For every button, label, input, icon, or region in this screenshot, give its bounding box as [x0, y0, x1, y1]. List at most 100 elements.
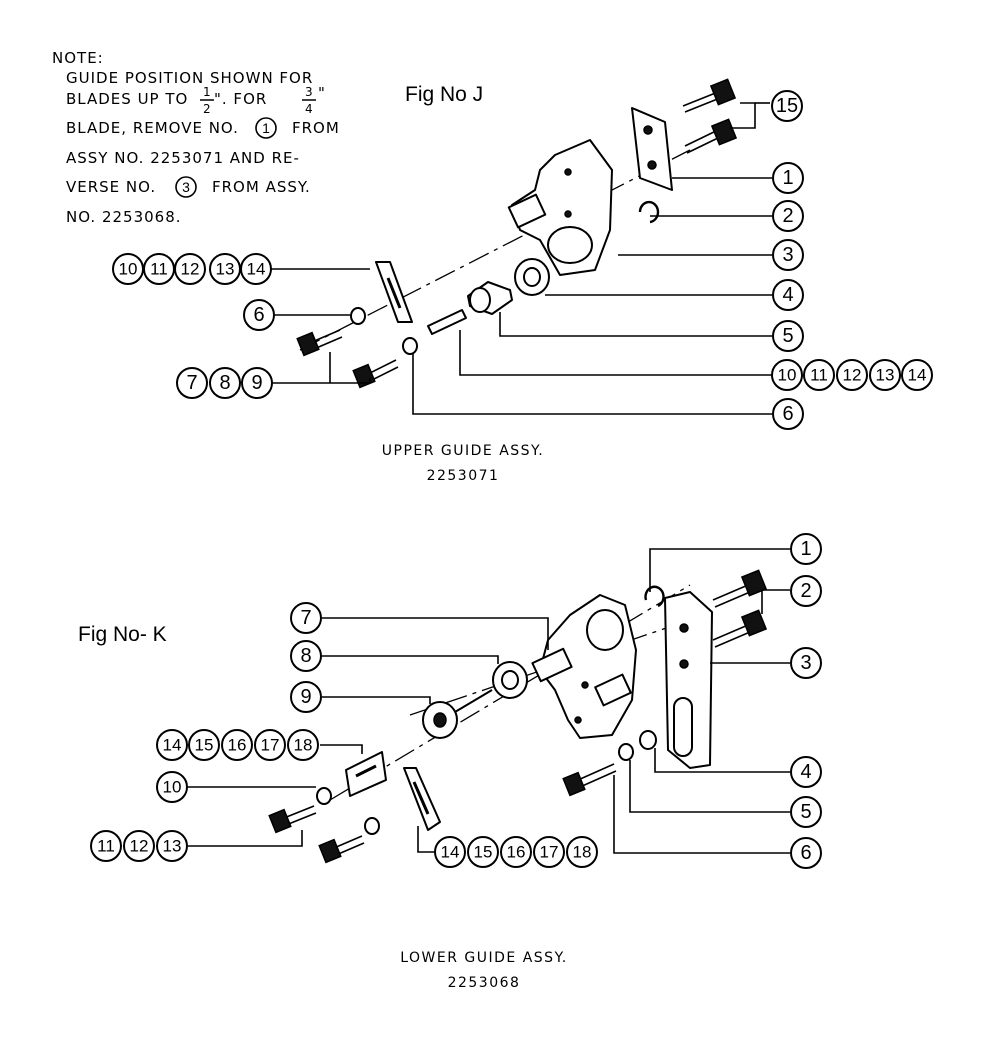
- lower-washer-10b: [364, 817, 380, 835]
- svg-text:12: 12: [181, 260, 200, 279]
- lower-assembly-axis-2: [409, 619, 691, 716]
- callout-k-7: 7: [290, 602, 322, 634]
- svg-text:14: 14: [441, 843, 460, 862]
- callout-j-group-10-14-right: 10 11 12 13 14: [771, 359, 933, 391]
- upper-callouts: 15 1 2 3 4 5 6 6 10 11 12 13 14 10 11 12…: [112, 90, 933, 430]
- svg-text:10: 10: [778, 366, 797, 385]
- svg-text:1: 1: [262, 120, 270, 136]
- note-line-2a: BLADES UP TO: [66, 90, 188, 108]
- upper-cap-screws-7-8-9: [296, 329, 399, 389]
- svg-text:3: 3: [782, 244, 793, 266]
- svg-text:7: 7: [300, 607, 311, 629]
- callout-j-6-left: 6: [243, 299, 275, 331]
- upper-plate-hole-icon: [647, 160, 657, 170]
- upper-cap-screws-15: [682, 78, 738, 154]
- callout-k-group-14-18-left: 14 15 16 17 18: [156, 729, 319, 761]
- fraction-half-den: 2: [203, 102, 212, 116]
- lower-block-hole-icon: [574, 716, 582, 724]
- callout-j-6-right: 6: [772, 398, 804, 430]
- upper-guide-bore: [547, 226, 593, 264]
- svg-text:3: 3: [800, 652, 811, 674]
- upper-shaft-head: [469, 287, 491, 313]
- lower-leader-lines: [186, 548, 790, 854]
- svg-text:10: 10: [119, 260, 138, 279]
- fraction-three-quarter-den: 4: [305, 102, 314, 116]
- note-line-3a: BLADE, REMOVE NO.: [66, 119, 239, 137]
- svg-text:18: 18: [294, 736, 313, 755]
- svg-text:4: 4: [782, 284, 793, 306]
- upper-washer-6b: [402, 337, 418, 355]
- fraction-three-quarter-num: 3: [305, 85, 314, 99]
- svg-text:9: 9: [300, 686, 311, 708]
- svg-text:11: 11: [810, 366, 828, 385]
- svg-text:15: 15: [776, 95, 798, 117]
- upper-guide-drawing: [296, 78, 738, 389]
- callout-j-3: 3: [772, 239, 804, 271]
- svg-text:1: 1: [782, 167, 793, 189]
- callout-k-5: 5: [790, 796, 822, 828]
- upper-caption-number: 2253071: [427, 468, 500, 484]
- lower-caption-number: 2253068: [448, 975, 521, 991]
- svg-text:15: 15: [474, 843, 493, 862]
- lower-bearing-inner: [501, 670, 519, 690]
- note-ref-part-1: 1: [255, 117, 277, 139]
- lower-callouts: 1 2 3 4 5 6 7 8 9 10 14 15 16 17 18 14 1…: [90, 533, 822, 869]
- upper-washer-6a: [350, 307, 366, 325]
- svg-text:14: 14: [163, 736, 182, 755]
- callout-j-2: 2: [772, 200, 804, 232]
- svg-text:11: 11: [150, 260, 168, 279]
- upper-retaining-ring: [638, 200, 660, 224]
- svg-text:5: 5: [800, 801, 811, 823]
- lower-guide-slot-2: [594, 673, 632, 707]
- svg-text:7: 7: [186, 372, 197, 394]
- fig-k-label: Fig No- K: [78, 623, 167, 646]
- callout-k-10: 10: [156, 771, 188, 803]
- svg-text:10: 10: [163, 778, 182, 797]
- svg-text:12: 12: [843, 366, 862, 385]
- fraction-half-num: 1: [203, 85, 212, 99]
- lower-cap-screw-6: [562, 763, 617, 797]
- callout-k-1: 1: [790, 533, 822, 565]
- svg-text:17: 17: [261, 736, 280, 755]
- svg-text:3: 3: [182, 179, 190, 195]
- svg-text:9: 9: [251, 372, 262, 394]
- upper-plate-hole-icon: [643, 125, 653, 135]
- note-heading: NOTE:: [52, 49, 104, 67]
- note-line-3b: FROM: [292, 119, 340, 137]
- callout-k-2: 2: [790, 575, 822, 607]
- note-line-1: GUIDE POSITION SHOWN FOR: [66, 69, 313, 87]
- svg-text:15: 15: [195, 736, 214, 755]
- svg-text:13: 13: [876, 366, 895, 385]
- svg-text:18: 18: [573, 843, 592, 862]
- note-line-2b: ". FOR: [214, 90, 267, 108]
- lower-washer-5: [618, 743, 634, 761]
- callout-k-9: 9: [290, 681, 322, 713]
- note-ref-part-3: 3: [175, 176, 197, 198]
- svg-text:13: 13: [163, 837, 182, 856]
- note-line-2c: ": [318, 84, 326, 102]
- callout-j-15: 15: [771, 90, 803, 122]
- svg-text:6: 6: [800, 842, 811, 864]
- note-line-4: ASSY NO. 2253071 AND RE-: [66, 149, 300, 167]
- lower-plate-slot: [673, 697, 693, 757]
- callout-j-4: 4: [772, 279, 804, 311]
- upper-block-hole-icon: [564, 168, 572, 176]
- assembly-note: NOTE: GUIDE POSITION SHOWN FOR BLADES UP…: [52, 49, 340, 226]
- lower-washer-10: [316, 787, 332, 805]
- callout-j-group-10-14-left: 10 11 12 13 14: [112, 253, 272, 285]
- note-line-5b: FROM ASSY.: [212, 178, 311, 196]
- upper-block-hole-icon: [564, 210, 572, 218]
- lower-guide-bore: [586, 609, 624, 651]
- lower-shaft-center: [433, 712, 447, 728]
- callout-k-6: 6: [790, 837, 822, 869]
- lower-plate-hole-icon: [679, 623, 689, 633]
- lower-washer-4: [639, 730, 657, 750]
- lower-cap-screws-11-12-13: [268, 805, 365, 864]
- note-line-6: NO. 2253068.: [66, 208, 182, 226]
- callout-j-1: 1: [772, 162, 804, 194]
- lower-cap-screws-2: [712, 569, 768, 648]
- svg-text:16: 16: [228, 736, 247, 755]
- svg-text:4: 4: [800, 761, 811, 783]
- callout-k-8: 8: [290, 640, 322, 672]
